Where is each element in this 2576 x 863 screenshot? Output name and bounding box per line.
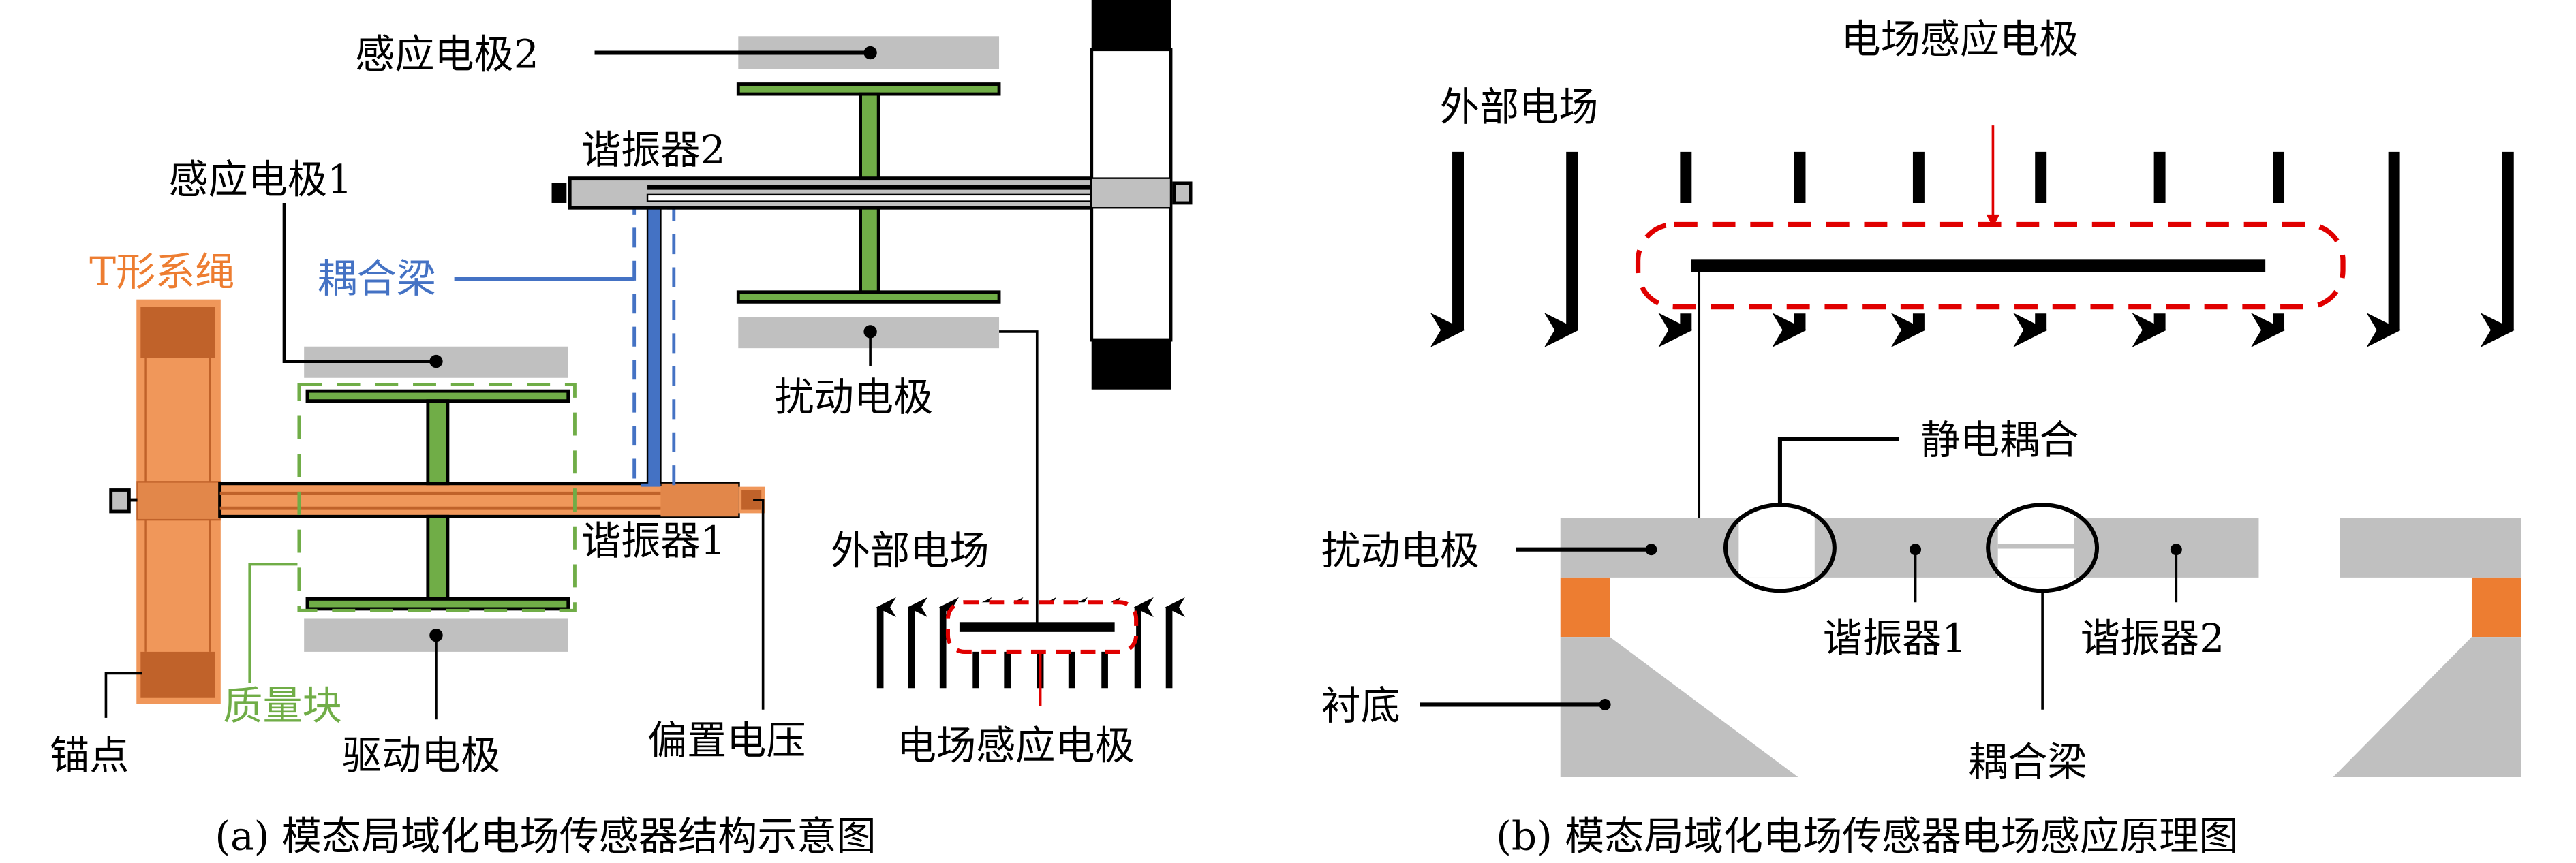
label-external-field-a: 外部电场 [831,528,990,574]
substrate-right [2333,637,2521,778]
label-coupling-beam-b: 耦合梁 [1968,739,2087,785]
label-substrate: 衬底 [1321,682,1400,729]
anchor-frame [1090,0,1173,390]
label-proof-mass: 质量块 [223,682,341,729]
proof-mass-2 [736,82,1001,304]
caption-b: (b) 模态局域化电场传感器电场感应原理图 [1496,813,2238,860]
t-tether [136,299,221,704]
coupling-beam [632,206,676,487]
label-resonator-2-b: 谐振器2 [2081,615,2224,661]
label-bias-voltage: 偏置电压 [647,717,806,764]
perturbation-electrode-layer [1560,518,2259,578]
label-sense-electrode-1: 感应电极1 [169,156,352,202]
label-resonator-1: 谐振器1 [581,518,725,564]
right-top-layer [2340,518,2521,578]
label-field-sense-electrode-a: 电场感应电极 [897,722,1135,768]
panel-a: 感应电极2 谐振器2 感应电极1 T形系绳 耦合梁 扰动电极 谐振器1 外部电场… [50,0,1193,860]
external-field-arrows-b [1430,151,2515,347]
resonator-1-beam [218,482,765,518]
label-coupling-beam: 耦合梁 [318,255,436,302]
substrate-left [1560,637,1798,778]
label-anchor: 锚点 [50,732,129,779]
field-sense-electrode-b [1691,259,2266,272]
label-field-sense-electrode-b: 电场感应电极 [1841,16,2079,63]
leader-lines-b [1420,272,2178,710]
anchor-left [1560,577,1610,638]
label-resonator-2: 谐振器2 [581,127,725,173]
label-sense-electrode-2: 感应电极2 [355,31,538,77]
label-external-field-b: 外部电场 [1440,84,1599,130]
label-electrostatic-coupling: 静电耦合 [1920,417,2079,463]
leader-lines-a [104,50,1042,720]
label-perturbation-electrode-b: 扰动电极 [1321,528,1479,574]
anchor-right [2471,577,2521,638]
label-t-tether: T形系绳 [89,249,234,295]
proof-mass-1 [297,383,577,612]
label-drive-electrode: 驱动电极 [342,732,501,779]
label-perturbation-electrode: 扰动电极 [775,374,934,420]
anchor-pad [109,488,131,514]
label-resonator-1-b: 谐振器1 [1823,615,1967,661]
panel-b: 电场感应电极 外部电场 静电耦合 扰动电极 谐振器1 谐振器2 衬底 耦合梁 (… [1321,16,2521,860]
caption-a: (a) 模态局域化电场传感器结构示意图 [215,813,876,860]
